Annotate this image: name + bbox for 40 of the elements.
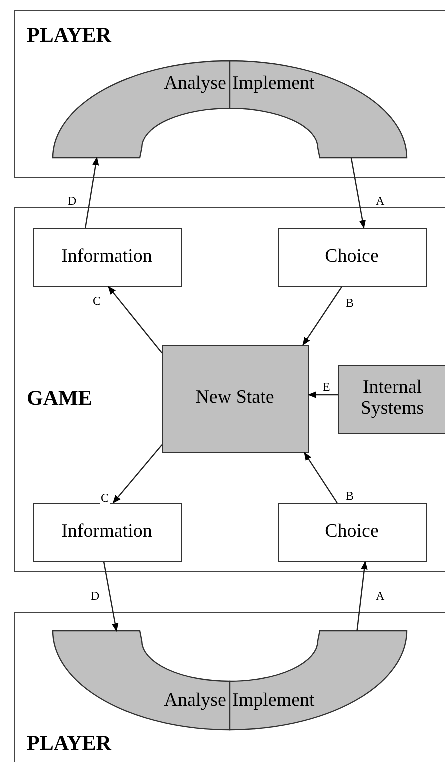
arrow [356,561,368,632]
edge-label: B [345,490,356,502]
box-label: Choice [324,522,380,542]
panel-title: GAME [27,386,92,411]
process-box [32,502,182,562]
box-label: Information [60,522,154,542]
shaded-box [162,344,308,452]
process-box [278,228,426,286]
edge-label: A [375,195,386,207]
arrow [308,392,338,398]
stage-label: Analyse [164,72,226,94]
stage-label: Implement [232,72,315,94]
panel-title: PLAYER [27,23,112,48]
edge-label: C [92,295,102,307]
process-box [278,502,426,562]
panel [14,10,445,178]
edge-label: C [100,492,110,504]
arrow [302,286,342,346]
edge-label: D [67,195,78,207]
shaded-box [338,364,445,434]
edge-label: D [90,590,101,602]
box-label: Choice [324,246,380,268]
arrow [108,286,163,354]
process-box [32,228,182,286]
edge-label: E [322,381,332,393]
stage-label: Analyse [164,690,226,712]
panel [14,612,445,762]
panel-title: PLAYER [27,731,112,756]
edge-label: A [375,590,386,602]
edge-label: B [345,297,356,309]
arrow [304,452,338,504]
arrow [112,444,163,504]
arrow [85,157,100,228]
box-label: Internal Systems [360,378,426,420]
box-label: New State [194,388,276,409]
arrow [350,158,366,229]
panel [14,207,445,572]
arrow [103,562,119,632]
box-label: Information [60,246,154,268]
stage-label: Implement [232,690,315,712]
